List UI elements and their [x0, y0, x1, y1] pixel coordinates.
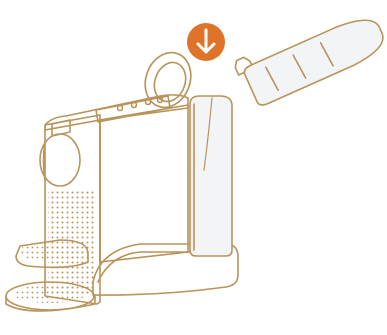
- arrow-down-icon: [187, 23, 225, 61]
- water-bottle-icon: [233, 2, 387, 110]
- brew-head: [40, 134, 80, 186]
- front-grill: [48, 190, 96, 294]
- button-2: [132, 103, 137, 108]
- machine-top: [45, 95, 188, 130]
- water-tank: [190, 96, 232, 256]
- button-1: [118, 106, 123, 111]
- machine-body-side: [100, 105, 188, 262]
